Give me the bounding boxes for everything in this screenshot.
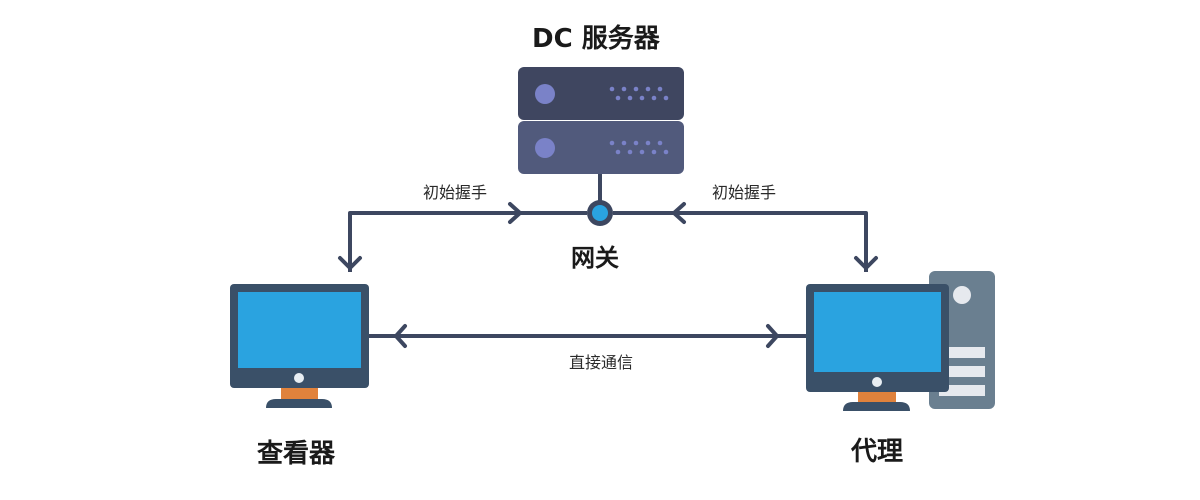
- handshake-left-label: 初始握手: [423, 183, 488, 202]
- viewer-label: 查看器: [257, 439, 336, 469]
- viewer-monitor-button: [294, 373, 304, 383]
- agent-monitor-neck: [858, 392, 896, 402]
- handshake-right-path: [613, 211, 868, 272]
- connections: [348, 174, 868, 338]
- agent-tower-bay-2: [939, 366, 985, 377]
- arrow-viewer-down: [338, 256, 362, 270]
- agent-workstation-icon: [806, 271, 995, 411]
- arrow-left-handshake: [508, 202, 522, 224]
- arrow-right-handshake: [672, 202, 686, 224]
- viewer-monitor-neck: [281, 388, 318, 399]
- agent-monitor-screen: [814, 292, 941, 372]
- agent-tower-power-button: [953, 286, 971, 304]
- agent-monitor-button: [872, 377, 882, 387]
- handshake-left-path: [348, 211, 587, 272]
- direct-communication-label: 直接通信: [569, 353, 634, 372]
- handshake-right-label: 初始握手: [712, 183, 777, 202]
- agent-monitor-base: [843, 402, 910, 411]
- server-unit-bottom: [518, 121, 684, 174]
- server-icon: [518, 67, 684, 174]
- arrow-direct-right: [766, 324, 779, 348]
- server-unit-top: [518, 67, 684, 120]
- server-label: DC 服务器: [532, 24, 660, 54]
- agent-tower-bay-3: [939, 385, 985, 396]
- viewer-monitor-icon: [230, 284, 369, 408]
- arrow-agent-down: [854, 256, 878, 270]
- viewer-monitor-base: [266, 399, 332, 408]
- server-bottom-vents: [609, 140, 669, 155]
- server-top-power-light: [535, 84, 555, 104]
- agent-label: 代理: [851, 437, 904, 467]
- gateway-label: 网关: [571, 244, 619, 272]
- server-bottom-power-light: [535, 138, 555, 158]
- server-top-vents: [609, 86, 669, 101]
- arrow-direct-left: [394, 324, 407, 348]
- agent-tower-bay-1: [939, 347, 985, 358]
- arrowheads: [338, 202, 878, 348]
- viewer-monitor-screen: [238, 292, 361, 368]
- gateway-node-icon: [587, 200, 613, 226]
